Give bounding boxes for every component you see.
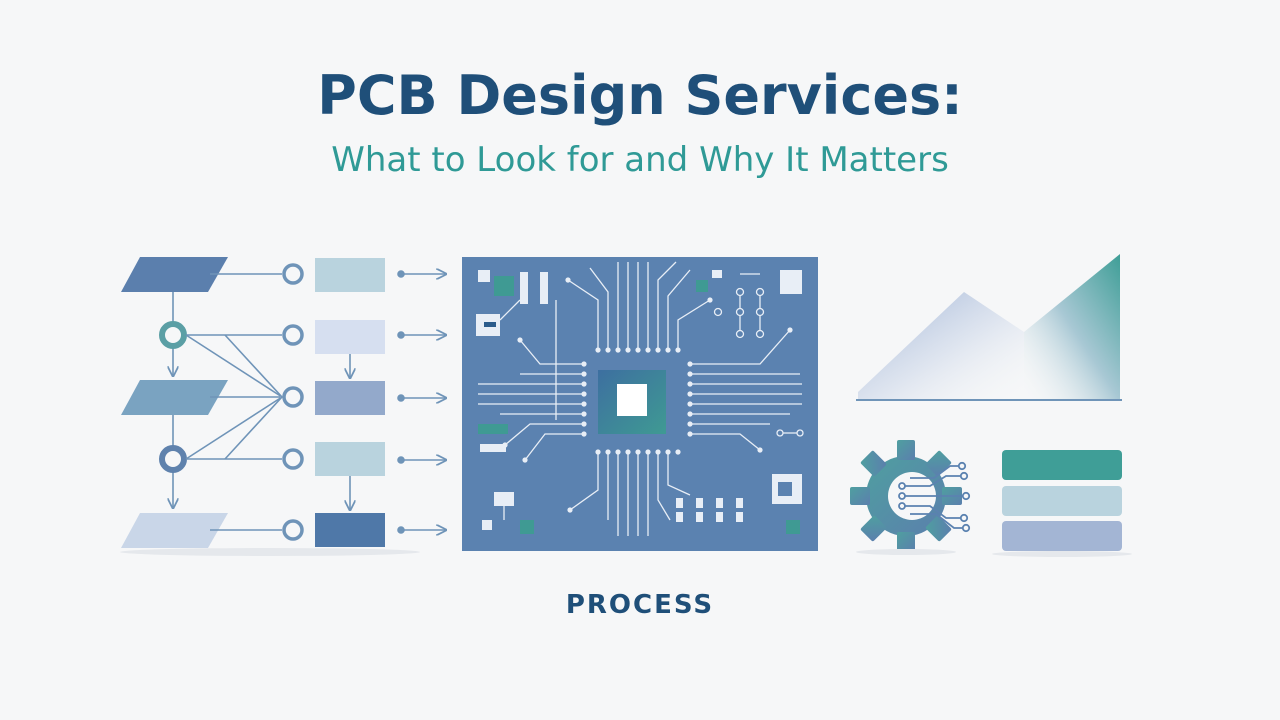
stack-layer: [1002, 486, 1122, 516]
flowchart-icon: [120, 257, 446, 556]
flow-node: [159, 321, 187, 349]
flow-step: [121, 380, 228, 415]
flow-block: [315, 513, 385, 547]
pcb-icon: [462, 257, 818, 551]
flow-block: [315, 320, 385, 354]
flow-step: [121, 257, 228, 292]
gear-circuit-icon: [850, 440, 971, 552]
stack-layer: [1002, 521, 1122, 551]
stack-layer: [1002, 450, 1122, 480]
area-chart-icon: [856, 254, 1122, 401]
flow-block: [315, 258, 385, 292]
page-subtitle: What to Look for and Why It Matters: [331, 140, 949, 180]
stack-icon: [992, 450, 1132, 557]
flow-block: [315, 381, 385, 415]
flow-step: [121, 513, 228, 548]
flow-block: [315, 442, 385, 476]
page-title: PCB Design Services:: [317, 64, 963, 127]
process-caption: PROCESS: [565, 590, 715, 620]
flow-node: [159, 445, 187, 473]
